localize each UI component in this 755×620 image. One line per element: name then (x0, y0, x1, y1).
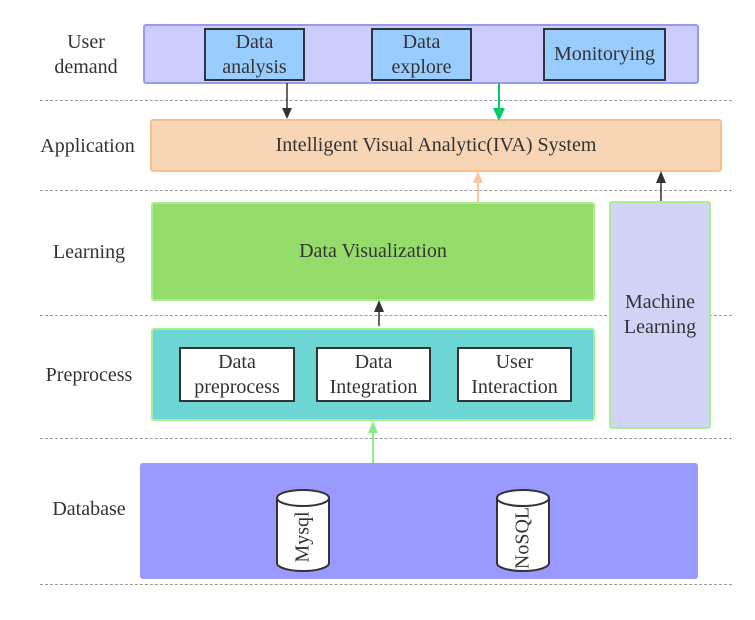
separator-line (40, 315, 732, 316)
machine-learning-box: Machine Learning (609, 201, 711, 429)
separator-line (40, 438, 732, 439)
arrow-database-to-preprocess (368, 421, 378, 463)
separator-line (40, 584, 732, 585)
data-explore-box: Data explore (371, 28, 472, 81)
mysql-label: Mysql (291, 511, 314, 563)
layer-label-user-demand: User demand (54, 31, 118, 78)
user-interaction-box: User Interaction (457, 347, 572, 402)
nosql-cylinder-icon (496, 489, 550, 572)
arrow-explore-to-iva (493, 83, 505, 121)
monitoring-box: Monitorying (543, 28, 666, 81)
data-preprocess-box: Data preprocess (179, 347, 295, 402)
data-integration-box: Data Integration (316, 347, 431, 402)
arrow-preprocess-to-visualization (374, 300, 384, 326)
layer-label-learning: Learning (52, 240, 126, 263)
arrow-visualization-to-iva (473, 171, 483, 202)
nosql-label: NoSQL (511, 506, 534, 570)
mysql-cylinder-icon (276, 489, 330, 572)
arrow-ml-to-iva (656, 171, 666, 201)
iva-system-box: Intelligent Visual Analytic(IVA) System (150, 119, 722, 172)
separator-line (40, 100, 732, 101)
layer-label-application: Application (40, 134, 135, 157)
layer-label-database: Database (52, 497, 126, 520)
layer-label-preprocess: Preprocess (45, 363, 133, 386)
data-analysis-box: Data analysis (204, 28, 305, 81)
database-container (140, 463, 698, 579)
data-visualization-box: Data Visualization (151, 202, 595, 301)
separator-line (40, 190, 732, 191)
arrow-analysis-to-iva (282, 83, 292, 119)
